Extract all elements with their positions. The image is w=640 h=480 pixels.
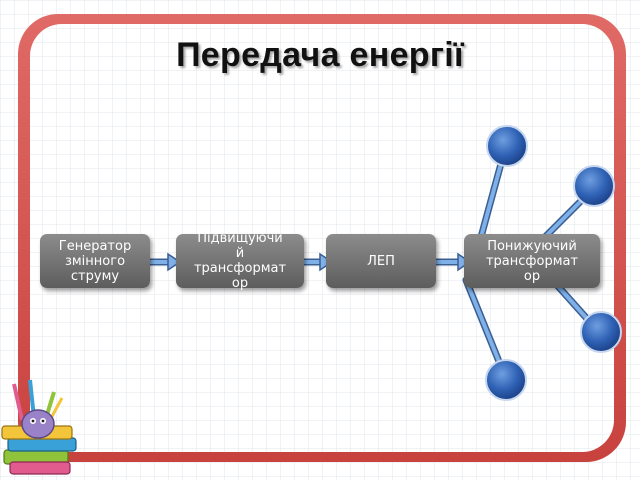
generator-block: Генератор змінного струму <box>40 234 150 288</box>
consumer-ball-upper-right <box>573 165 615 207</box>
books-decoration <box>1 425 77 475</box>
power-line-block: ЛЕП <box>326 234 436 288</box>
consumer-ball-bottom <box>485 359 527 401</box>
slide-title: Передача енергії <box>176 36 464 74</box>
step-up-transformer-block: Підвищуючи й трансформат ор <box>176 231 304 291</box>
arrowhead-1 <box>167 252 182 272</box>
consumer-ball-lower-right <box>580 311 622 353</box>
consumer-ball-top <box>486 125 528 167</box>
pencil-cup-icon <box>12 379 64 439</box>
step-down-transformer-block: Понижуючий трансформат ор <box>464 234 600 288</box>
inner-grid <box>30 24 614 452</box>
